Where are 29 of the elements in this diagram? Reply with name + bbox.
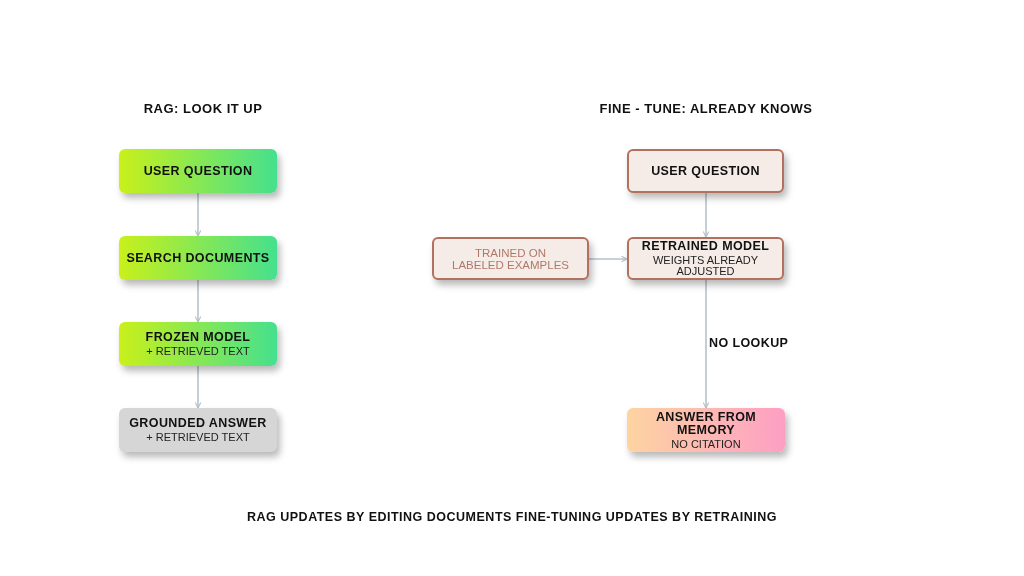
box-subtitle: + RETRIEVED TEXT	[146, 432, 250, 443]
result-box	[119, 408, 277, 452]
box-title: SEARCH DOCUMENTS	[126, 251, 270, 265]
arrow	[588, 255, 628, 263]
arrow	[194, 279, 202, 323]
arrow	[194, 365, 202, 409]
arrow	[702, 279, 710, 409]
box-title: USER QUESTION	[143, 164, 253, 178]
box-subtitle: NO CITATION	[671, 438, 741, 450]
process-box	[119, 236, 277, 280]
box-subtitle: WEIGHTS ALREADY ADJUSTED	[651, 255, 760, 277]
box-title: GROUNDED ANSWER	[129, 417, 267, 430]
box-text: TRAINED ON LABELED EXAMPLES	[451, 246, 570, 271]
column-heading: FINE - TUNE: ALREADY KNOWS	[599, 101, 813, 116]
arrow	[194, 192, 202, 237]
caption: RAG UPDATES BY EDITING DOCUMENTS FINE-TUNING UPDATES BY RETRAINING	[247, 510, 777, 524]
process-box	[119, 322, 277, 366]
box-subtitle: + RETRIEVED TEXT	[146, 346, 250, 357]
result-box	[627, 408, 785, 452]
process-box	[627, 237, 784, 280]
box-title: ANSWER FROM MEMORY	[654, 410, 758, 437]
box-title: RETRAINED MODEL	[641, 240, 770, 253]
process-box	[627, 149, 784, 193]
arrow	[702, 192, 710, 238]
process-box	[432, 237, 589, 280]
process-box	[119, 149, 277, 193]
column-heading: RAG: LOOK IT UP	[143, 101, 263, 116]
box-title: USER QUESTION	[651, 164, 760, 178]
box-title: FROZEN MODEL	[145, 331, 251, 344]
